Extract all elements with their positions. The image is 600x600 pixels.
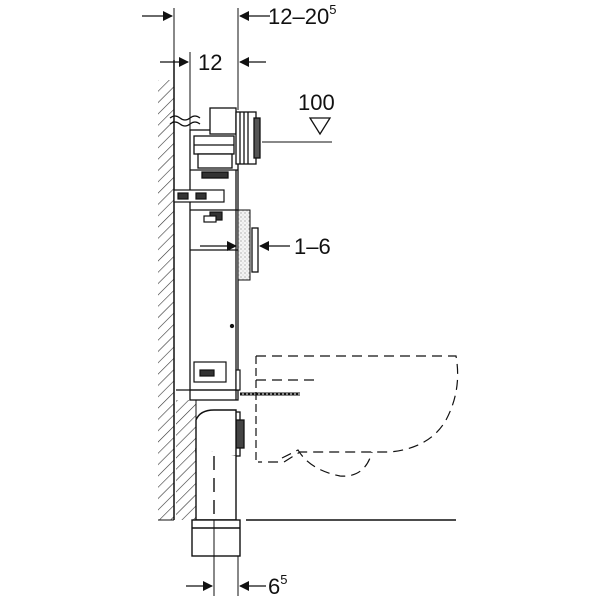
drain-bend: [191, 409, 241, 557]
wall-break-lines: [169, 115, 201, 127]
height-mark-label: 100: [298, 90, 335, 115]
lower-bracket: [176, 361, 241, 391]
wall-bracket: [173, 189, 225, 223]
installation-frame: [189, 129, 239, 401]
wall: [158, 60, 197, 521]
dim-wall-offset-label: 12: [198, 50, 222, 75]
dim-top-range-label: 12–205: [268, 2, 336, 29]
dim-adjust-range-label: 1–6: [294, 234, 331, 259]
dim-bottom-offset-label: 65: [268, 572, 287, 599]
wc-pan-outline: [255, 355, 459, 477]
dimension-guides: [173, 8, 332, 596]
foam-insulation: [237, 209, 251, 281]
height-mark-triangle: [308, 117, 332, 136]
actuator-plate: [251, 227, 259, 273]
cistern-inlet: [193, 107, 261, 179]
